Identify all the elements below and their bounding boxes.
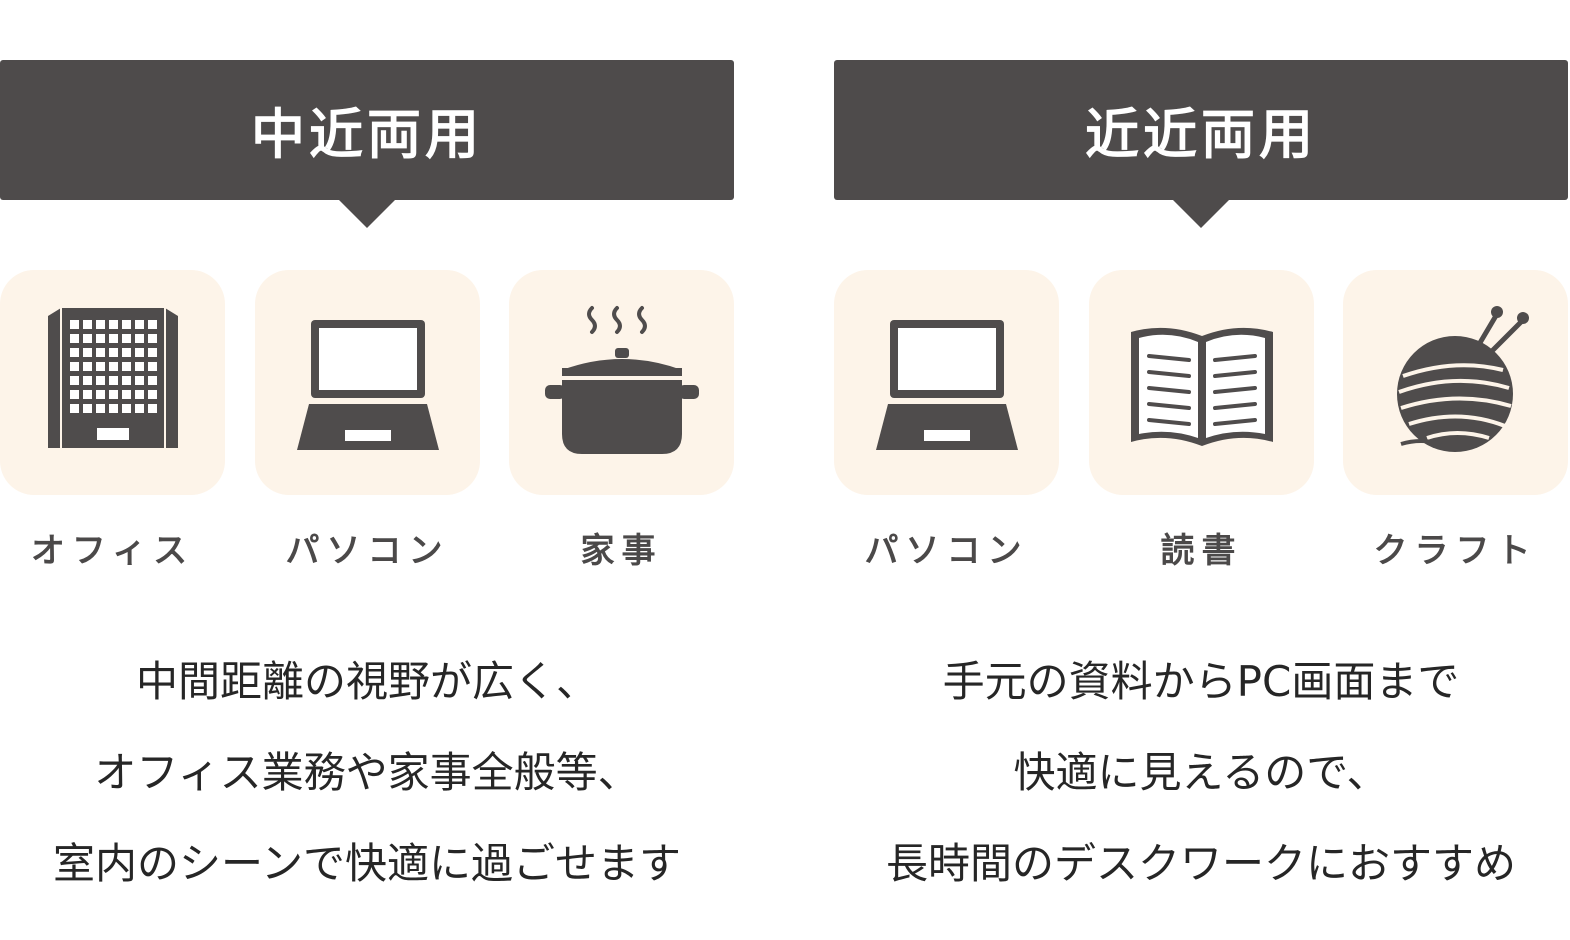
icon-item-laptop: パソコン (255, 270, 480, 572)
banner-pointer (338, 199, 396, 228)
banner-title: 近近両用 (1085, 102, 1317, 166)
icon-label: 家事 (580, 531, 663, 571)
description-line: オフィス業務や家事全般等、 (94, 748, 640, 797)
icon-row: パソコン 読書 (834, 270, 1568, 572)
description-line: 手元の資料からPC画面まで (942, 657, 1460, 706)
icon-label: クラフト (1373, 531, 1538, 571)
icon-item-book: 読書 (1089, 270, 1314, 572)
icon-item-office: オフィス (0, 270, 225, 572)
yarn-ball-icon (1343, 270, 1568, 495)
description-line: 室内のシーンで快適に過ごせます (53, 839, 681, 888)
column-mid-near: 中近両用 オフィス (0, 60, 734, 888)
description-line: 長時間のデスクワークにおすすめ (885, 839, 1516, 888)
description-line: 快適に見えるので、 (1013, 748, 1389, 797)
icon-row: オフィス パソコン (0, 270, 734, 572)
laptop-icon (834, 270, 1059, 495)
icon-label: オフィス (30, 531, 195, 571)
laptop-icon (255, 270, 480, 495)
icon-item-pot: 家事 (509, 270, 734, 572)
description: 中間距離の視野が広く、 オフィス業務や家事全般等、 室内のシーンで快適に過ごせま… (0, 636, 734, 909)
icon-label: パソコン (285, 531, 450, 571)
banner-pointer (1172, 199, 1230, 228)
cooking-pot-icon (509, 270, 734, 495)
title-banner: 近近両用 (834, 60, 1568, 228)
title-banner: 中近両用 (0, 60, 734, 228)
icon-label: パソコン (864, 531, 1029, 571)
icon-item-yarn: クラフト (1343, 270, 1568, 572)
icon-label: 読書 (1160, 531, 1243, 571)
office-building-icon (0, 270, 225, 495)
open-book-icon (1089, 270, 1314, 495)
banner-title: 中近両用 (251, 102, 483, 166)
description-line: 中間距離の視野が広く、 (135, 657, 598, 706)
description: 手元の資料からPC画面まで 快適に見えるので、 長時間のデスクワークにおすすめ (834, 636, 1568, 909)
column-near-near: 近近両用 パソコン (834, 60, 1568, 888)
icon-item-laptop: パソコン (834, 270, 1059, 572)
